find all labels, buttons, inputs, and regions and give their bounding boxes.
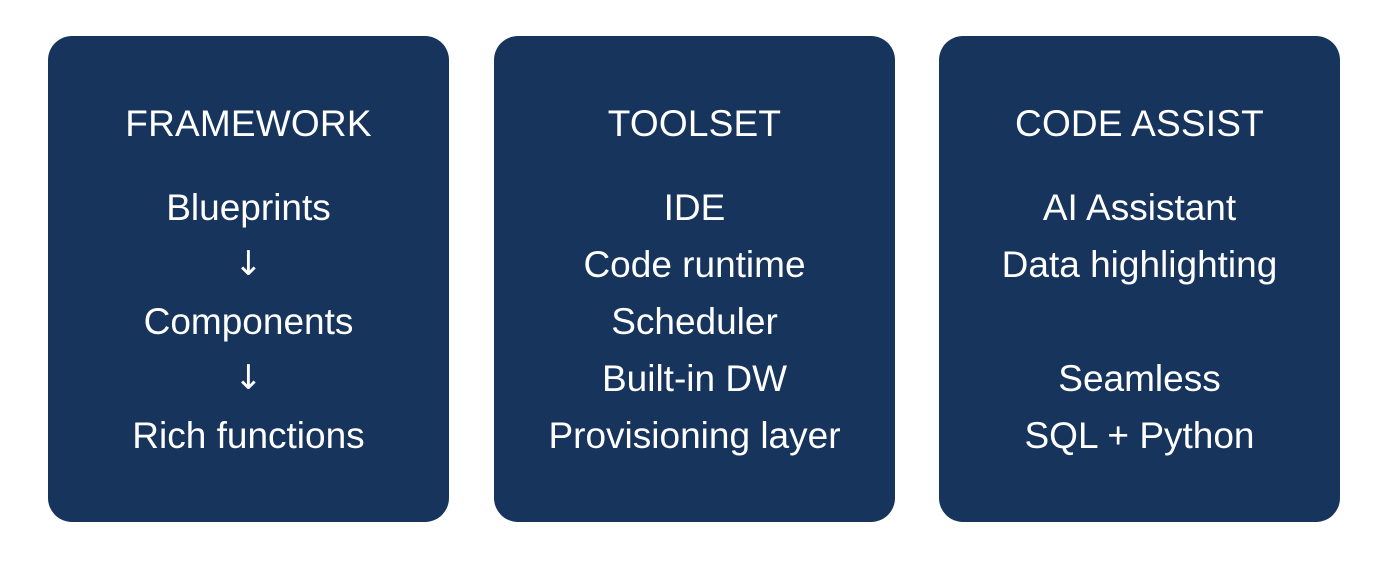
toolset-item-provisioning-layer: Provisioning layer <box>548 415 841 456</box>
code-assist-body: AI Assistant Data highlighting Seamless … <box>939 179 1340 464</box>
framework-title: FRAMEWORK <box>125 103 372 144</box>
toolset-card: TOOLSET IDE Code runtime Scheduler Built… <box>494 36 895 522</box>
toolset-item-built-in-dw: Built-in DW <box>601 358 788 399</box>
arrow-down-icon: ↓ <box>234 358 263 398</box>
code-assist-item-ai-assistant: AI Assistant <box>1042 187 1237 228</box>
code-assist-item-sql-python: SQL + Python <box>1024 415 1255 456</box>
code-assist-title: CODE ASSIST <box>1015 103 1264 144</box>
toolset-item-scheduler: Scheduler <box>611 301 778 342</box>
framework-item-blueprints: Blueprints <box>166 187 331 228</box>
toolset-item-ide: IDE <box>663 187 726 228</box>
toolset-title: TOOLSET <box>607 103 782 144</box>
framework-body: Blueprints ↓ Components ↓ Rich functions <box>48 179 449 464</box>
code-assist-spacer <box>939 293 1340 350</box>
toolset-body: IDE Code runtime Scheduler Built-in DW P… <box>494 179 895 464</box>
framework-card: FRAMEWORK Blueprints ↓ Components ↓ Rich… <box>48 36 449 522</box>
code-assist-item-seamless: Seamless <box>1058 358 1221 399</box>
framework-item-rich-functions: Rich functions <box>132 415 365 456</box>
code-assist-card: CODE ASSIST AI Assistant Data highlighti… <box>939 36 1340 522</box>
code-assist-item-data-highlighting: Data highlighting <box>1001 244 1278 285</box>
toolset-item-code-runtime: Code runtime <box>583 244 806 285</box>
arrow-down-icon: ↓ <box>234 244 263 284</box>
framework-item-components: Components <box>143 301 354 342</box>
